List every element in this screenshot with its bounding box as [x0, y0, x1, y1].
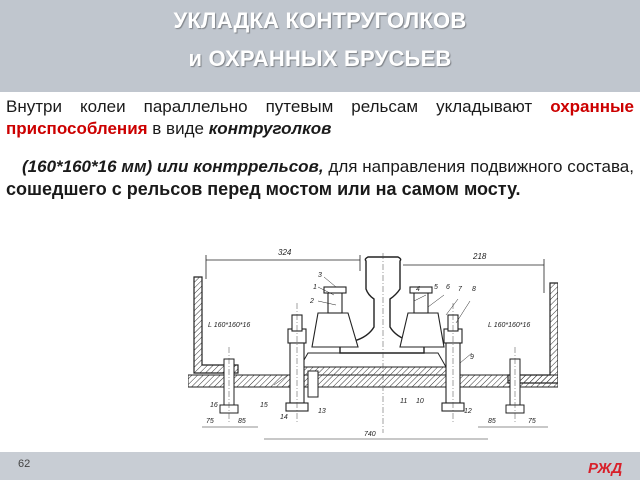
part-11: 11: [400, 398, 407, 405]
dim-right-2: 75: [528, 418, 536, 425]
part-6: 6: [446, 284, 450, 291]
slide-title-line-2: и ОХРАННЫХ БРУСЬЕВ: [188, 46, 452, 71]
paragraph-1: Внутри колеи параллельно путевым рельсам…: [6, 96, 634, 140]
part-15: 15: [260, 402, 268, 409]
part-2: 2: [309, 298, 314, 305]
left-clamp: [311, 286, 359, 348]
dim-right-1: 85: [488, 418, 496, 425]
dim-bottom: 740: [364, 431, 376, 438]
center-lines: [228, 253, 516, 433]
part-5: 5: [434, 284, 438, 291]
angle-label-left: L 160*160*16: [208, 322, 250, 329]
dim-top-left: 324: [278, 248, 292, 257]
right-clamp: [399, 286, 445, 348]
top-dimension-lines: [205, 255, 545, 293]
slide-footer: 62 РЖД: [0, 452, 640, 480]
bottom-dimension-labels: 75 85 740 85 75: [206, 418, 536, 438]
slide-header: УКЛАДКА КОНТРУГОЛКОВ и ОХРАННЫХ БРУСЬЕВ: [0, 0, 640, 92]
part-13: 13: [318, 408, 326, 415]
part-7: 7: [458, 286, 463, 293]
angle-label-right: L 160*160*16: [488, 322, 530, 329]
left-guard-angle: [193, 276, 239, 374]
paragraph-1-text-b: в виде: [147, 119, 209, 138]
bottom-dimension-lines: [202, 426, 548, 440]
highlight-guard-angles: контруголков: [208, 119, 332, 138]
technical-drawing: 324 218 L 160*160*16 L 160*160*16: [188, 248, 558, 440]
base-beam: [188, 374, 558, 388]
slide-title-line-1: УКЛАДКА КОНТРУГОЛКОВ: [173, 8, 467, 33]
part-8: 8: [472, 286, 476, 293]
part-14: 14: [280, 414, 288, 421]
rail-profile: [339, 256, 425, 354]
part-4: 4: [416, 286, 420, 293]
part-10: 10: [416, 398, 424, 405]
part-3: 3: [318, 272, 322, 279]
highlight-protective-devices: охранные приспособления: [6, 97, 634, 138]
paragraph-1-text-a: Внутри колеи параллельно путевым рельсам…: [6, 97, 551, 116]
rzd-logo-icon: РЖД: [588, 460, 622, 477]
paragraph-2-text: для направления подвижного состава,: [323, 157, 634, 176]
highlight-dimensions: (160*160*16 мм) или контррельсов,: [22, 157, 324, 176]
rail-sole-plate: [295, 352, 451, 376]
paragraph-2: (160*160*16 мм) или контррельсов, для на…: [6, 155, 634, 201]
dim-top-right: 218: [472, 252, 487, 261]
highlight-derailed: сошедшего с рельсов перед мостом или на …: [6, 179, 521, 199]
part-1: 1: [313, 284, 317, 291]
svg-text:РЖД: РЖД: [588, 460, 622, 477]
part-9: 9: [470, 354, 474, 361]
leader-lines: [273, 276, 473, 386]
dim-left-2: 85: [238, 418, 246, 425]
part-number-labels: 1 2 3 4 5 6 7 8 9 10 11 12 13 14 15 16: [210, 272, 476, 421]
dim-left-1: 75: [206, 418, 214, 425]
page-number: 62: [18, 458, 31, 470]
part-12: 12: [464, 408, 472, 415]
part-16: 16: [210, 402, 218, 409]
